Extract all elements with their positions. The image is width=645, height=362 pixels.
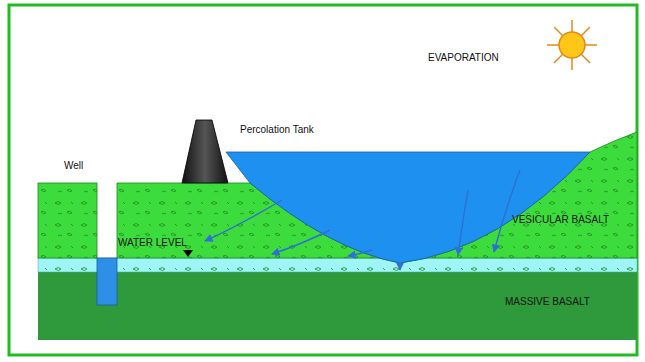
evaporation-label: EVAPORATION	[428, 52, 499, 63]
dam	[182, 120, 228, 183]
well-label: Well	[64, 160, 83, 171]
aquifer-texture	[38, 258, 637, 272]
ground-texture	[38, 183, 97, 258]
aquifer-band	[38, 258, 637, 272]
percolation-arrows	[205, 170, 520, 270]
layer-label: MASSIVE BASALT	[505, 296, 590, 307]
tank-water	[226, 152, 590, 263]
water-level-label: WATER LEVEL	[118, 237, 187, 248]
water-level-marker	[183, 250, 193, 257]
ground-block	[38, 183, 97, 258]
tank-label: Percolation Tank	[240, 124, 314, 135]
frame	[9, 5, 637, 355]
well-water	[97, 258, 117, 305]
layer-label: VESICULAR BASALT	[512, 214, 609, 225]
sun	[547, 20, 597, 70]
massive-basalt	[38, 272, 637, 340]
